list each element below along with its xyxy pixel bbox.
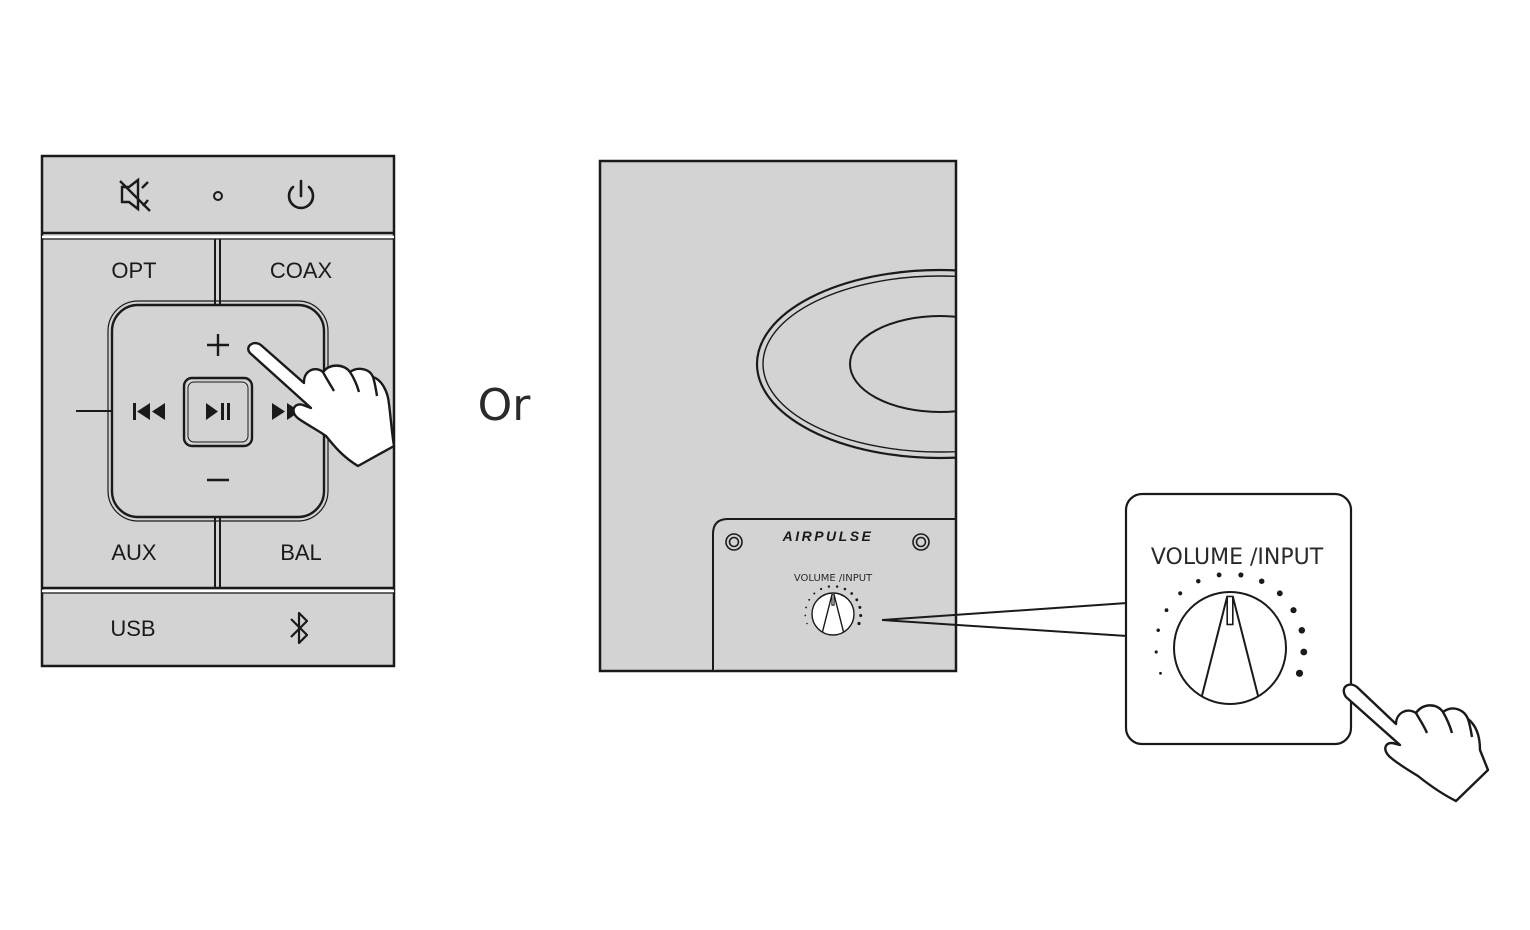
knob-tick-dot	[1258, 578, 1265, 584]
skip-previous-icon[interactable]	[133, 403, 165, 420]
knob-tick-dot	[858, 605, 862, 609]
speaker: AIRPULSE VOLUME /INPUT	[598, 159, 958, 673]
screw-icon	[912, 533, 930, 551]
knob-body	[811, 592, 855, 636]
woofer-cone	[849, 315, 956, 413]
bluetooth-icon[interactable]	[290, 611, 309, 645]
knob-tick-dot	[808, 598, 811, 601]
pointing-hand-icon	[247, 341, 396, 468]
led-indicator-icon	[213, 191, 223, 201]
play-pause-icon	[206, 403, 230, 420]
knob-tick-dot	[819, 587, 823, 591]
knob-tick-dot	[805, 606, 808, 609]
knob-tick-dot	[827, 585, 831, 588]
knob-indicator	[1226, 595, 1234, 626]
knob-tick-dot	[1300, 648, 1308, 656]
screw-icon	[725, 533, 743, 551]
knob-tick-dot	[843, 587, 847, 591]
zoom-callout: VOLUME /INPUT	[1124, 492, 1490, 803]
bal-button[interactable]: BAL	[280, 540, 322, 565]
knob-tick-dot	[1159, 671, 1162, 675]
knob-grip	[821, 594, 845, 633]
aux-button[interactable]: AUX	[111, 540, 157, 565]
volume-input-knob-icon[interactable]	[1154, 572, 1308, 705]
knob-tick-dot	[855, 598, 859, 602]
knob-grip	[1201, 596, 1259, 696]
knob-label: VOLUME /INPUT	[794, 573, 873, 584]
knob-tick-dot	[1295, 669, 1304, 677]
or-label: Or	[478, 380, 532, 431]
play-pause-button[interactable]	[182, 376, 254, 448]
knob-tick-dot	[1290, 607, 1297, 614]
woofer-surround	[755, 268, 956, 460]
zoom-knob-label: VOLUME /INPUT	[1151, 545, 1324, 570]
knob-tick-dot	[850, 592, 854, 595]
knob-indicator	[831, 594, 835, 606]
knob-tick-dot	[1196, 578, 1201, 584]
knob-tick-dot	[804, 614, 807, 617]
knob-tick-dot	[1178, 591, 1183, 596]
pointing-hand-icon	[1342, 683, 1490, 803]
knob-tick-dot	[1154, 650, 1158, 654]
knob-tick-dot	[806, 622, 808, 625]
mute-icon[interactable]	[119, 177, 151, 212]
knob-tick-dot	[1276, 590, 1283, 597]
knob-tick-dot	[1238, 572, 1244, 578]
knob-tick-dot	[1164, 608, 1169, 613]
brand-logo: AIRPULSE	[782, 528, 874, 544]
coax-button[interactable]: COAX	[270, 258, 333, 283]
usb-button[interactable]: USB	[110, 616, 155, 641]
opt-button[interactable]: OPT	[111, 258, 156, 283]
knob-tick-dot	[1156, 628, 1160, 633]
knob-tick-dot	[859, 613, 863, 618]
knob-body	[1173, 591, 1287, 705]
knob-tick-dot	[1216, 572, 1222, 578]
zoom-connector	[881, 602, 1128, 637]
plus-icon[interactable]	[207, 334, 229, 356]
power-icon[interactable]	[287, 179, 315, 210]
knob-tick-dot	[813, 592, 816, 595]
knob-tick-dot	[1298, 627, 1306, 634]
knob-tick-dot	[857, 621, 861, 626]
knob-tick-dot	[835, 585, 839, 588]
volume-input-knob-icon[interactable]	[804, 585, 863, 636]
remote-control: OPT COAX AUX BAL USB	[40, 154, 396, 668]
